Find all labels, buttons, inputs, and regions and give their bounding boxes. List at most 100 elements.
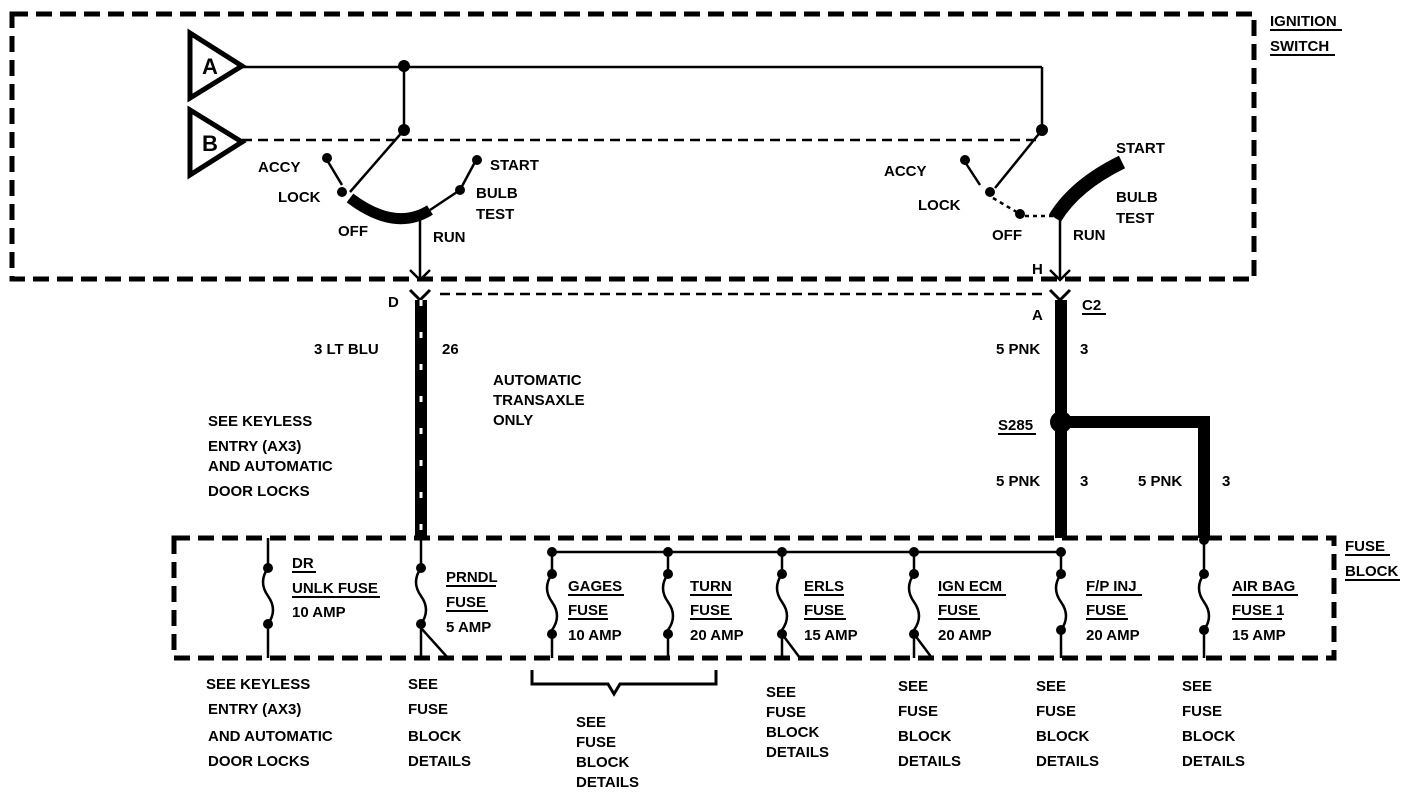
note-line: BLOCK bbox=[1036, 728, 1089, 745]
connector-left-pin: D bbox=[388, 294, 399, 311]
fuse-rating: 20 AMP bbox=[1086, 627, 1140, 644]
left-lock-label: LOCK bbox=[278, 189, 321, 206]
fuse-name: DR bbox=[292, 555, 314, 572]
wire-pnk-lower-label: 5 PNK bbox=[996, 473, 1040, 490]
note-erls-bottom: SEE FUSE BLOCK DETAILS bbox=[766, 684, 829, 761]
fuse-name: FUSE bbox=[804, 602, 844, 619]
note-line: SEE bbox=[576, 714, 606, 731]
note-line: FUSE bbox=[766, 704, 806, 721]
fuse-label-erls: ERLS FUSE 15 AMP bbox=[804, 578, 858, 644]
note-line: DETAILS bbox=[898, 753, 961, 770]
fuse-label-fp-inj: F/P INJ FUSE 20 AMP bbox=[1086, 578, 1142, 644]
note-line: BLOCK bbox=[766, 724, 819, 741]
note-line: DETAILS bbox=[766, 744, 829, 761]
wire-pnk-branch: 5 PNK 3 bbox=[1061, 416, 1230, 538]
note-line: FUSE bbox=[576, 734, 616, 751]
note-line: FUSE bbox=[898, 703, 938, 720]
left-off-label: OFF bbox=[338, 223, 368, 240]
fuse-gages bbox=[545, 552, 559, 658]
fuse-label-turn: TURN FUSE 20 AMP bbox=[690, 578, 744, 644]
fuse-label-gages: GAGES FUSE 10 AMP bbox=[568, 578, 624, 644]
fuse-name: GAGES bbox=[568, 578, 622, 595]
left-test-label: TEST bbox=[476, 206, 514, 223]
connector-right-id: C2 bbox=[1082, 297, 1101, 314]
note-keyless-top: DOOR LOCKS bbox=[208, 483, 310, 500]
note-line: AND AUTOMATIC bbox=[208, 728, 333, 745]
fuse-name: TURN bbox=[690, 578, 732, 595]
note-keyless-top: AND AUTOMATIC bbox=[208, 458, 333, 475]
note-line: DETAILS bbox=[408, 753, 471, 770]
fuse-label-ign-ecm: IGN ECM FUSE 20 AMP bbox=[938, 578, 1006, 644]
fuse-rating: 10 AMP bbox=[292, 604, 346, 621]
fuse-name: FUSE bbox=[1086, 602, 1126, 619]
note-airbag-bottom: SEE FUSE BLOCK DETAILS bbox=[1182, 678, 1245, 770]
fuse-name: FUSE bbox=[938, 602, 978, 619]
fuse-air-bag bbox=[1197, 540, 1211, 658]
note-line: BLOCK bbox=[1182, 728, 1235, 745]
splice-s285: S285 bbox=[998, 411, 1072, 435]
note-prndl-bottom: SEE FUSE BLOCK DETAILS bbox=[408, 676, 471, 770]
note-line: DOOR LOCKS bbox=[208, 753, 310, 770]
note-line: SEE bbox=[898, 678, 928, 695]
brace bbox=[530, 670, 718, 697]
note-line: SEE bbox=[1182, 678, 1212, 695]
fuse-name: IGN ECM bbox=[938, 578, 1002, 595]
note-line: SEE bbox=[408, 676, 438, 693]
note-line: SEE bbox=[766, 684, 796, 701]
note-line: SEE bbox=[1036, 678, 1066, 695]
ignition-switch-boundary bbox=[9, 11, 1257, 282]
fuse-ign-ecm bbox=[907, 552, 933, 659]
right-lock-label: LOCK bbox=[918, 197, 961, 214]
right-test-label: TEST bbox=[1116, 210, 1154, 227]
fuse-block: FUSE BLOCK bbox=[171, 535, 1400, 661]
wire-lt-blu-label: 3 LT BLU bbox=[314, 341, 379, 358]
fuse-name: FUSE bbox=[446, 594, 486, 611]
right-off-label: OFF bbox=[992, 227, 1022, 244]
fuse-rating: 15 AMP bbox=[804, 627, 858, 644]
note-keyless-bottom: SEE KEYLESS ENTRY (AX3) AND AUTOMATIC DO… bbox=[206, 676, 333, 770]
note-automatic: AUTOMATIC bbox=[493, 372, 582, 389]
wire-pnk-upper-circuit: 3 bbox=[1080, 341, 1088, 358]
terminal-a-label: A bbox=[202, 54, 218, 79]
fuse-label-prndl: PRNDL FUSE 5 AMP bbox=[446, 569, 498, 636]
note-fp-bottom: SEE FUSE BLOCK DETAILS bbox=[1036, 678, 1099, 770]
fuse-prndl bbox=[414, 538, 449, 659]
note-line: ENTRY (AX3) bbox=[208, 701, 301, 718]
wire-pnk-upper-label: 5 PNK bbox=[996, 341, 1040, 358]
fuse-rating: 20 AMP bbox=[690, 627, 744, 644]
note-line: DETAILS bbox=[576, 774, 639, 791]
fuse-dr-unlk bbox=[261, 538, 275, 658]
fuse-block-boundary bbox=[171, 535, 1337, 661]
note-line: SEE KEYLESS bbox=[206, 676, 310, 693]
connector-right-pin-top: H bbox=[1032, 261, 1043, 278]
fuse-turn bbox=[661, 552, 675, 658]
connector-right-pin: A bbox=[1032, 307, 1043, 324]
left-start-label: START bbox=[490, 157, 539, 174]
terminal-a-symbol bbox=[187, 28, 247, 103]
fuse-rating: 10 AMP bbox=[568, 627, 622, 644]
note-line: FUSE bbox=[408, 701, 448, 718]
note-line: FUSE bbox=[1036, 703, 1076, 720]
left-bulb-label: BULB bbox=[476, 185, 518, 202]
fuse-name: FUSE bbox=[568, 602, 608, 619]
fuse-name: FUSE bbox=[690, 602, 730, 619]
ignition-switch-title: IGNITION bbox=[1270, 13, 1337, 30]
right-start-label: START bbox=[1116, 140, 1165, 157]
note-line: BLOCK bbox=[408, 728, 461, 745]
ignition-switch-title: SWITCH bbox=[1270, 38, 1329, 55]
left-switch: ACCY LOCK OFF RUN START BULB TEST bbox=[258, 129, 539, 282]
right-switch: ACCY LOCK OFF RUN START BULB TEST bbox=[884, 129, 1165, 282]
right-accy-label: ACCY bbox=[884, 163, 927, 180]
wire-lt-blu-circuit: 26 bbox=[442, 341, 459, 358]
fuse-block-title: FUSE bbox=[1345, 538, 1385, 555]
fuse-name: AIR BAG bbox=[1232, 578, 1295, 595]
fuse-label-air-bag: AIR BAG FUSE 1 15 AMP bbox=[1232, 578, 1298, 644]
ignition-switch: IGNITION SWITCH A B AC bbox=[9, 11, 1342, 282]
fuse-erls bbox=[775, 552, 801, 659]
note-automatic: TRANSAXLE bbox=[493, 392, 585, 409]
left-accy-label: ACCY bbox=[258, 159, 301, 176]
note-line: DETAILS bbox=[1036, 753, 1099, 770]
wire-pnk-lower-circuit: 3 bbox=[1080, 473, 1088, 490]
right-bulb-label: BULB bbox=[1116, 189, 1158, 206]
fuse-name: PRNDL bbox=[446, 569, 498, 586]
